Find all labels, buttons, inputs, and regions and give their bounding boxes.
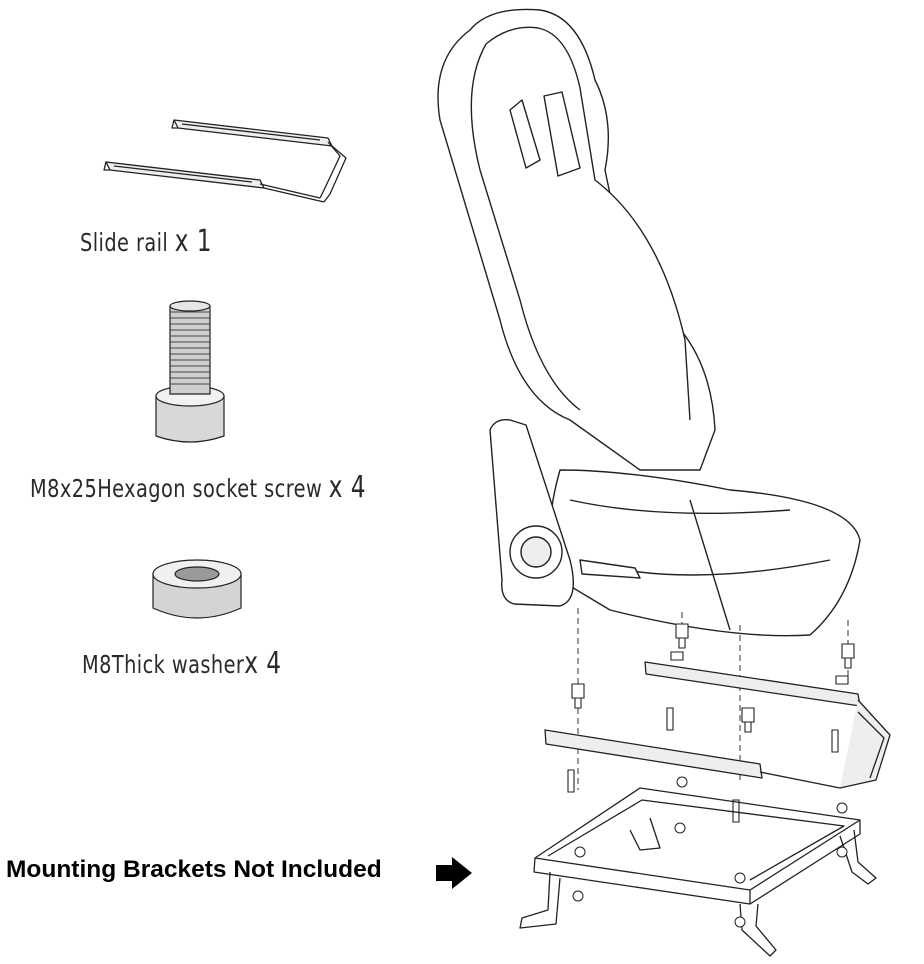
- washer-name: M8Thick washer: [82, 650, 245, 679]
- screw-qty: x 4: [328, 470, 366, 505]
- slide-rail-label: Slide rail x 1: [80, 224, 212, 259]
- slide-rail-illustration: [100, 112, 360, 212]
- assembly-rail-back: [645, 662, 860, 706]
- thick-washer-illustration: [150, 556, 244, 628]
- mounting-brackets-notice: Mounting Brackets Not Included: [6, 856, 382, 883]
- screw-name: M8x25Hexagon socket screw: [30, 474, 323, 503]
- assembly-rail-front: [545, 730, 762, 778]
- screw-label: M8x25Hexagon socket screw x 4: [30, 470, 366, 505]
- washer-label: M8Thick washerx 4: [82, 646, 281, 681]
- washer-qty: x 4: [244, 646, 282, 681]
- slide-rail-qty: x 1: [174, 224, 212, 259]
- mounting-bracket: [535, 788, 860, 890]
- racing-seat-illustration: [430, 0, 924, 964]
- seat-cushion: [550, 470, 860, 636]
- hex-socket-screw-illustration: [150, 300, 230, 450]
- right-arrow-icon: [436, 857, 472, 889]
- slide-rail-name: Slide rail: [80, 228, 169, 257]
